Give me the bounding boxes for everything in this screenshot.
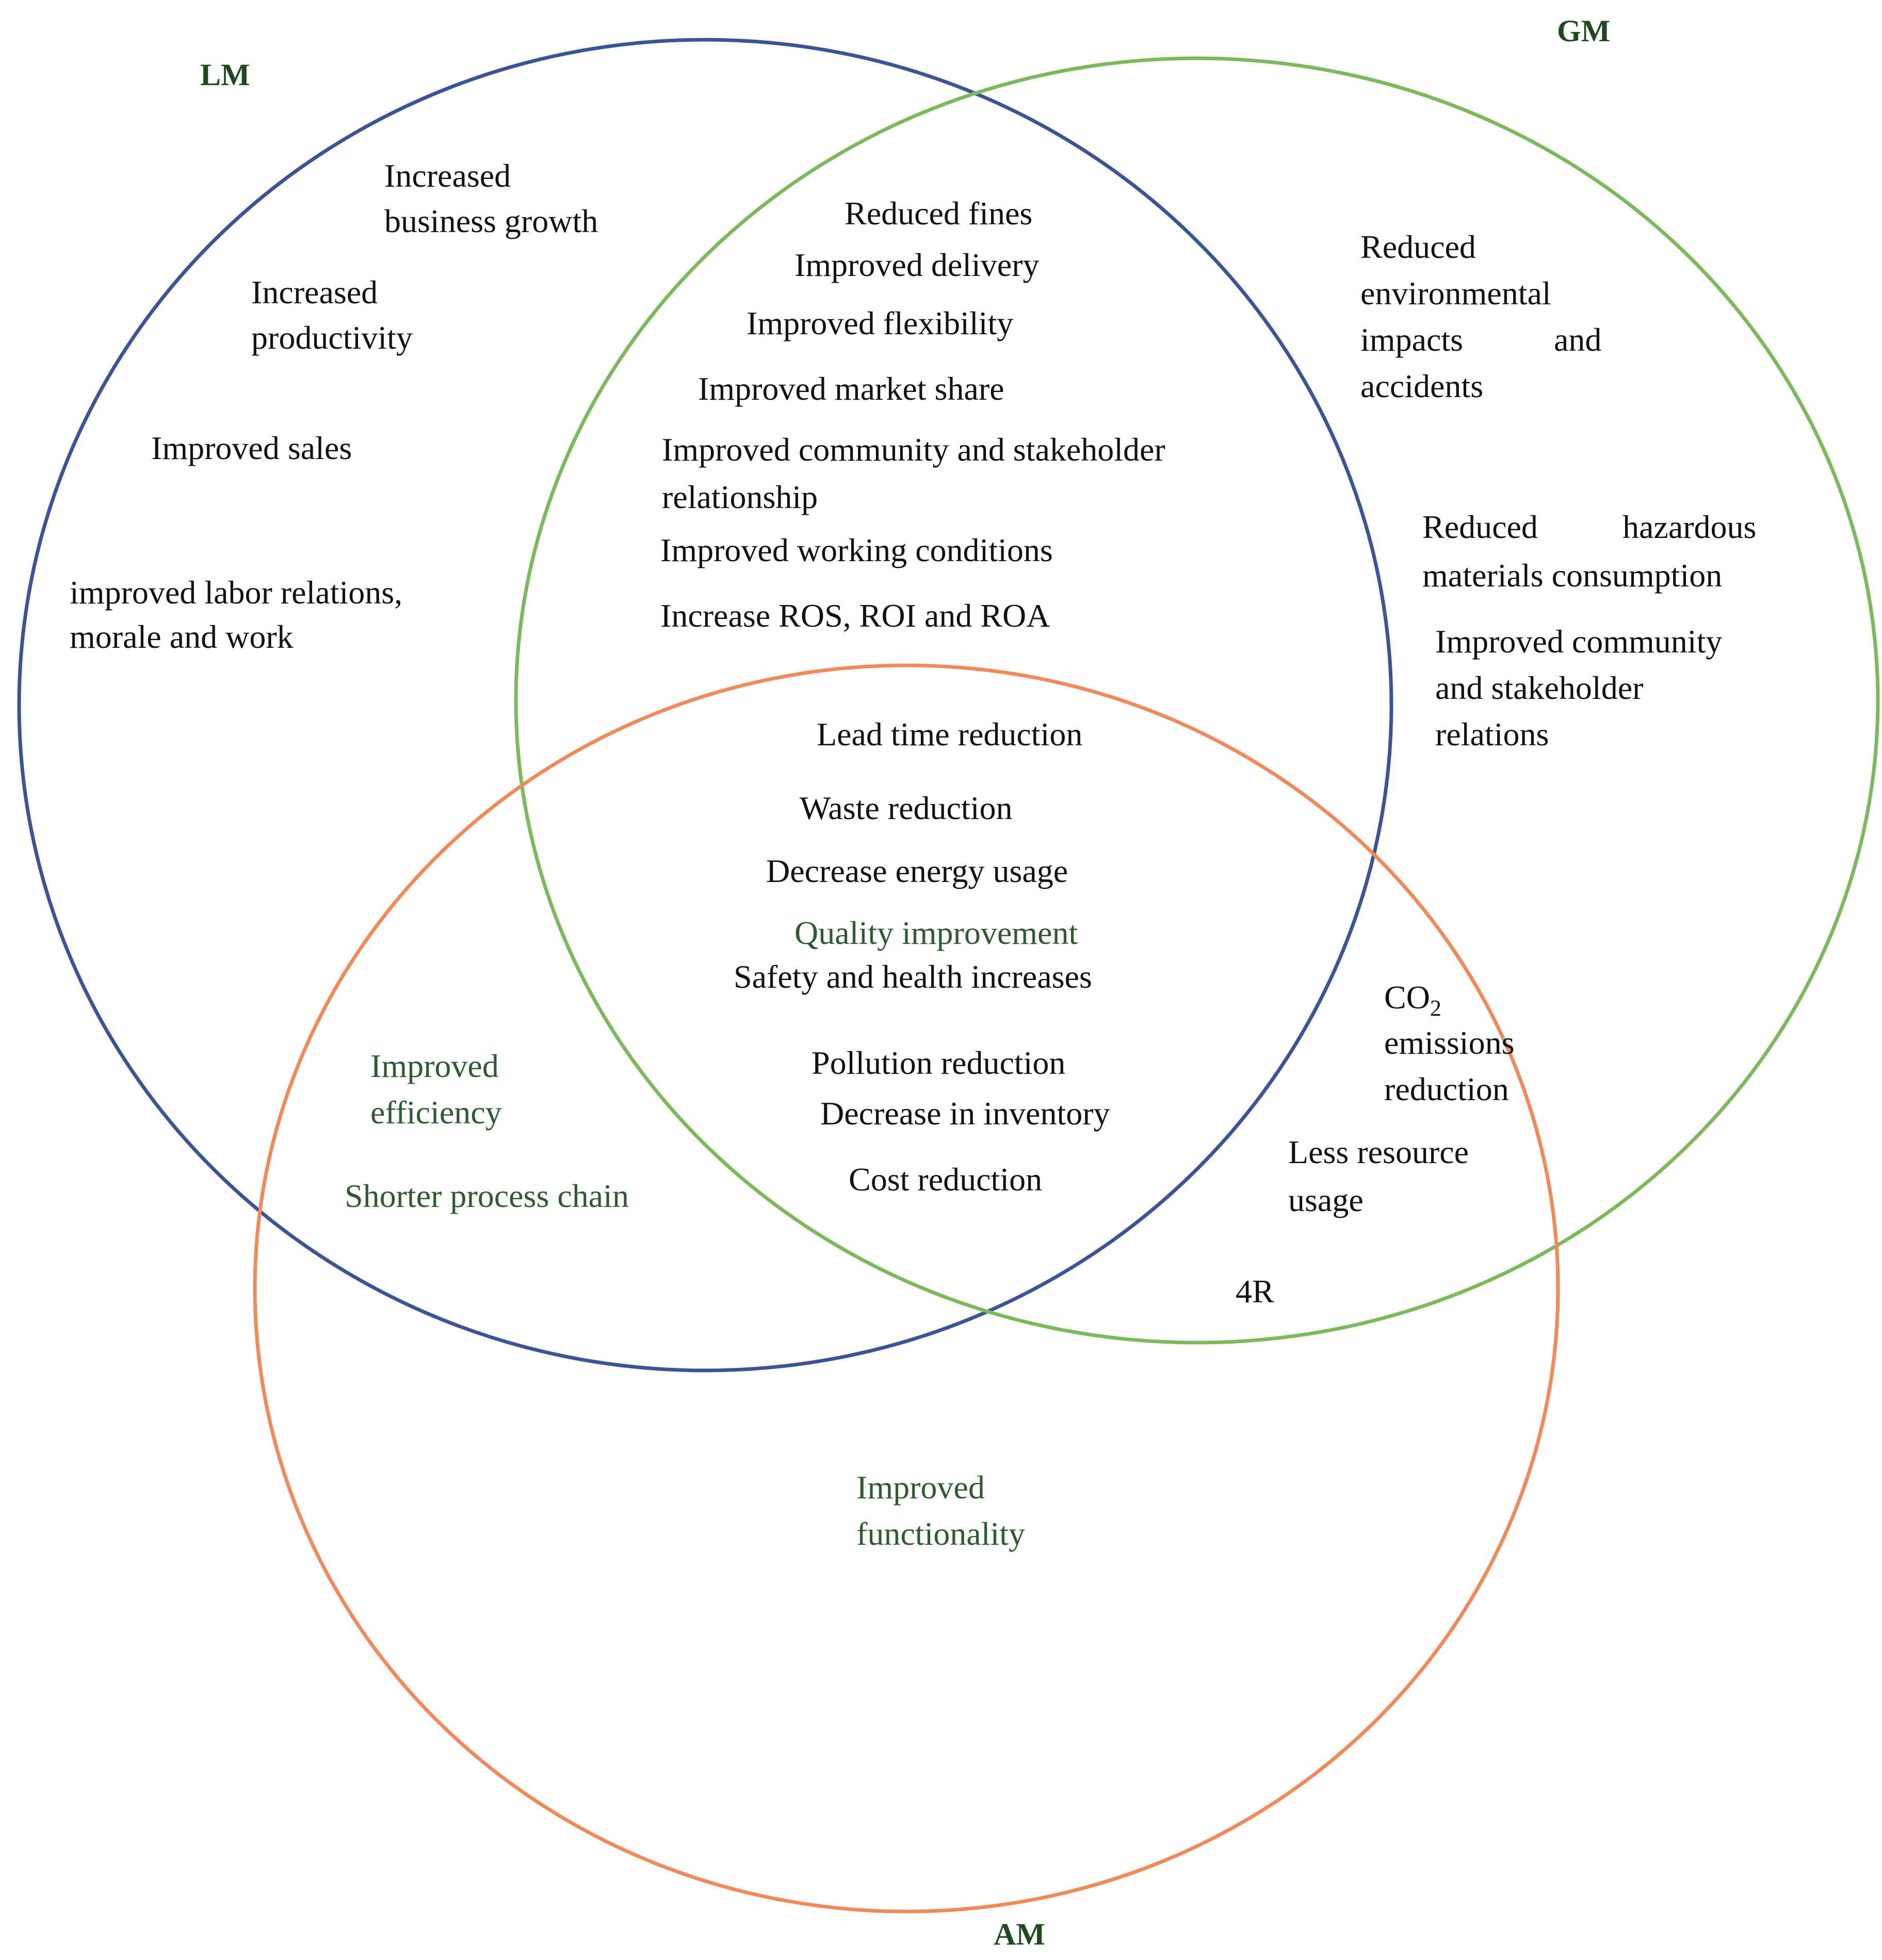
gm-item-environmental-line3b: and	[1554, 321, 1601, 358]
gmam-item-resource-line2: usage	[1288, 1182, 1364, 1218]
set-label-am: AM	[994, 1917, 1045, 1951]
gmam-item-co2-line2: emissions	[1384, 1024, 1514, 1061]
gm-item-community-line1: Improved community	[1435, 623, 1722, 660]
set-label-lm: LM	[200, 58, 250, 92]
gm-item-hazardous-line1b: hazardous	[1623, 509, 1756, 545]
am-circle	[253, 663, 1560, 1914]
gm-item-community-line3: relations	[1435, 716, 1549, 753]
am-item-functionality-line2: functionality	[856, 1515, 1025, 1552]
lm-item-labor-line1: improved labor relations,	[70, 574, 402, 611]
center-item-quality: Quality improvement	[794, 914, 1078, 951]
lmgm-item-reduced-fines: Reduced fines	[845, 195, 1032, 232]
gmam-item-resource-line1: Less resource	[1288, 1134, 1469, 1170]
gm-item-environmental-line2: environmental	[1360, 275, 1551, 312]
lmgm-item-market-share: Improved market share	[698, 370, 1004, 407]
lm-item-business-growth-line2: business growth	[384, 203, 598, 239]
lm-circle	[17, 38, 1393, 1373]
center-item-lead-time: Lead time reduction	[817, 716, 1082, 753]
center-item-inventory: Decrease in inventory	[820, 1095, 1110, 1132]
gm-item-hazardous-line2: materials consumption	[1422, 557, 1722, 594]
lmam-item-efficiency-line2: efficiency	[370, 1094, 502, 1131]
gm-item-hazardous-line1a: Reduced	[1422, 509, 1538, 545]
lm-item-productivity-line2: productivity	[251, 319, 413, 356]
lm-item-productivity-line1: Increased	[251, 274, 378, 311]
gmam-item-co2-line1: CO2	[1384, 979, 1441, 1021]
gmam-item-co2-line3: reduction	[1384, 1071, 1509, 1107]
gm-circle	[514, 56, 1880, 1345]
lm-item-sales: Improved sales	[151, 430, 352, 466]
lmgm-item-ros-roi-roa: Increase ROS, ROI and ROA	[660, 597, 1050, 634]
gmam-item-4r: 4R	[1236, 1273, 1274, 1310]
lmgm-item-improved-flexibility: Improved flexibility	[747, 305, 1013, 341]
gm-item-environmental-line4: accidents	[1360, 368, 1483, 404]
gm-item-community-line2: and stakeholder	[1435, 669, 1643, 706]
gm-item-environmental-line1: Reduced	[1360, 228, 1476, 265]
co2-subscript: 2	[1430, 995, 1441, 1021]
am-item-functionality-line1: Improved	[856, 1469, 985, 1506]
lmgm-item-community-line2: relationship	[662, 479, 818, 515]
lmam-item-efficiency-line1: Improved	[370, 1048, 499, 1084]
set-label-gm: GM	[1557, 14, 1610, 48]
center-item-pollution: Pollution reduction	[812, 1044, 1065, 1081]
center-item-cost: Cost reduction	[849, 1161, 1042, 1198]
gm-item-environmental-line3a: impacts	[1360, 321, 1463, 358]
lm-item-business-growth-line1: Increased	[384, 157, 511, 194]
center-item-safety: Safety and health increases	[734, 958, 1092, 995]
co2-text: CO	[1384, 979, 1430, 1016]
lmgm-item-improved-delivery: Improved delivery	[794, 247, 1040, 283]
lm-item-labor-line2: morale and work	[70, 618, 294, 655]
center-item-waste: Waste reduction	[800, 790, 1012, 826]
lmgm-item-working-conditions: Improved working conditions	[660, 532, 1053, 568]
lmgm-item-community-line1: Improved community and stakeholder	[662, 431, 1165, 468]
center-item-energy: Decrease energy usage	[766, 853, 1068, 889]
lmam-item-process-chain: Shorter process chain	[345, 1178, 629, 1214]
